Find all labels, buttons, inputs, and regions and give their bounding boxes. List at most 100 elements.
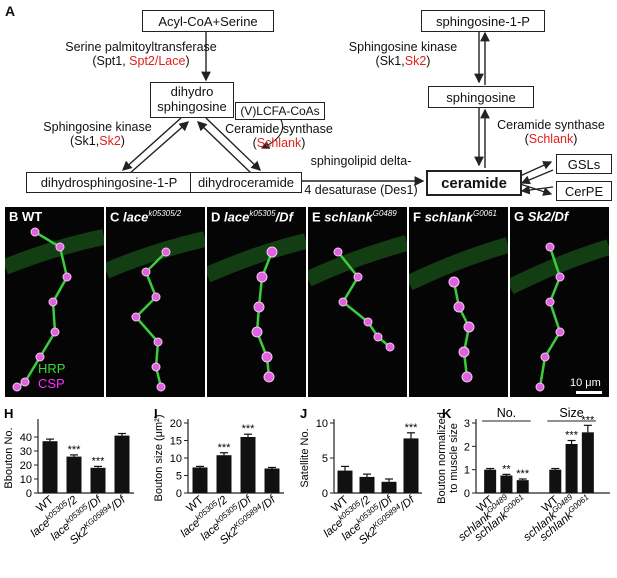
node-gsls: GSLs bbox=[556, 154, 612, 174]
bouton bbox=[253, 301, 265, 313]
sk-right-name: Sphingosine kinase bbox=[348, 40, 458, 54]
spt-red: Spt2/Lace bbox=[129, 54, 186, 69]
bar bbox=[359, 476, 375, 493]
y-axis-label: Satellite No. bbox=[299, 428, 311, 487]
y-tick-label: 10 bbox=[170, 453, 182, 465]
bouton bbox=[20, 377, 30, 387]
bar bbox=[500, 475, 513, 493]
sk-right-label: Sphingosine kinase (Sk1,Sk2) bbox=[338, 40, 468, 69]
y-axis-label: Bouton normalizedto muscle size bbox=[436, 412, 460, 504]
bouton bbox=[555, 327, 565, 337]
bar bbox=[240, 437, 256, 493]
legend-hrp: HRP bbox=[38, 361, 66, 376]
bouton bbox=[453, 301, 465, 313]
bouton bbox=[151, 362, 161, 372]
spt-genes: (Spt1, Spt2/Lace) bbox=[26, 54, 256, 68]
y-tick-label: 5 bbox=[322, 453, 328, 465]
panel-label-i: I bbox=[154, 406, 158, 421]
bouton bbox=[333, 247, 343, 257]
bar bbox=[381, 481, 397, 493]
node-vlcfa-coas: (V)LCFA-CoAs bbox=[235, 102, 325, 120]
muscle-fiber bbox=[207, 233, 306, 283]
bouton bbox=[555, 272, 565, 282]
micrograph-caption: D lacek05305/Df bbox=[211, 209, 293, 224]
significance-marker: *** bbox=[218, 442, 232, 454]
y-axis-label: Bbouton No. bbox=[3, 427, 15, 488]
bouton bbox=[545, 297, 555, 307]
bouton bbox=[141, 267, 151, 277]
micrograph-f: F schlankG0061 bbox=[409, 207, 508, 397]
micrograph-b: B WT bbox=[5, 207, 104, 397]
significance-marker: *** bbox=[405, 422, 419, 434]
bouton bbox=[251, 326, 263, 338]
micrograph-image bbox=[510, 239, 609, 392]
cs-left-label: Ceramide synthase (Schlank) bbox=[220, 122, 338, 151]
bouton bbox=[266, 246, 278, 258]
micrograph-e: E schlankG0489 bbox=[308, 207, 407, 397]
allele-superscript: G0489 bbox=[372, 209, 397, 218]
des1-label: sphingolipid delta- bbox=[296, 154, 426, 169]
bar bbox=[549, 469, 562, 493]
bouton bbox=[535, 382, 545, 392]
axon-branch bbox=[538, 246, 562, 388]
sk-right-red: Sk2 bbox=[404, 54, 427, 69]
cs-left-name: Ceramide synthase bbox=[225, 122, 333, 136]
y-tick-label: 40 bbox=[20, 432, 32, 444]
bouton bbox=[131, 312, 141, 322]
genotype-name: Sk2/Df bbox=[527, 209, 569, 224]
bouton bbox=[48, 297, 58, 307]
significance-marker: *** bbox=[92, 455, 106, 467]
y-tick-label: 2 bbox=[464, 441, 470, 453]
genotype-name: lace bbox=[224, 209, 250, 225]
y-tick-label: 10 bbox=[20, 474, 32, 486]
significance-marker: *** bbox=[581, 414, 595, 426]
y-tick-label: 20 bbox=[170, 418, 182, 430]
cs-right-label: Ceramide synthase (Schlank) bbox=[490, 118, 612, 147]
sk-right-open: (Sk1, bbox=[375, 54, 405, 69]
bouton bbox=[461, 371, 473, 383]
bar bbox=[484, 469, 497, 493]
allele-superscript: k05305/2 bbox=[148, 209, 182, 218]
bar bbox=[90, 467, 106, 493]
micrograph-c: C lacek05305/2 bbox=[106, 207, 205, 397]
bouton bbox=[256, 271, 268, 283]
cs-right-genes: (Schlank) bbox=[490, 132, 612, 146]
micrograph-image bbox=[308, 235, 407, 352]
bouton bbox=[363, 317, 373, 327]
y-tick-label: 1 bbox=[464, 465, 470, 477]
genotype-name: schlank bbox=[424, 209, 473, 225]
bouton bbox=[55, 242, 65, 252]
bar bbox=[42, 441, 58, 493]
micrograph-caption: C lacek05305/2 bbox=[110, 209, 181, 224]
bouton bbox=[35, 352, 45, 362]
spt-open: (Spt1, bbox=[92, 54, 130, 69]
sk-left-genes: (Sk1,Sk2) bbox=[30, 134, 165, 148]
node-dihydroceramide: dihydroceramide bbox=[190, 172, 302, 193]
bar bbox=[216, 455, 232, 493]
sk-right-close: ) bbox=[426, 54, 431, 69]
muscle-fiber bbox=[510, 239, 609, 295]
muscle-fiber bbox=[308, 235, 407, 287]
significance-marker: *** bbox=[242, 423, 256, 435]
micrograph-image bbox=[409, 237, 508, 383]
bouton bbox=[545, 242, 555, 252]
scale-bar bbox=[576, 391, 602, 394]
group-label: No. bbox=[497, 406, 516, 420]
bouton bbox=[156, 382, 166, 392]
bouton bbox=[153, 337, 163, 347]
bouton bbox=[50, 327, 60, 337]
bouton bbox=[12, 382, 22, 392]
bouton bbox=[62, 272, 72, 282]
panel-letter: B bbox=[9, 209, 22, 224]
y-tick-label: 5 bbox=[176, 471, 182, 483]
sk-right-genes: (Sk1,Sk2) bbox=[338, 54, 468, 68]
genotype-name: schlank bbox=[324, 209, 373, 225]
panel-letter: D bbox=[211, 209, 224, 225]
micrograph-d: D lacek05305/Df bbox=[207, 207, 306, 397]
node-sphingosine-1-p: sphingosine-1-P bbox=[421, 10, 545, 32]
des1-line2: 4 desaturase (Des1) bbox=[304, 183, 418, 197]
cs-left-genes: (Schlank) bbox=[220, 136, 338, 150]
micrograph-caption: E schlankG0489 bbox=[312, 209, 397, 224]
y-tick-label: 3 bbox=[464, 418, 470, 430]
significance-marker: *** bbox=[516, 468, 530, 480]
